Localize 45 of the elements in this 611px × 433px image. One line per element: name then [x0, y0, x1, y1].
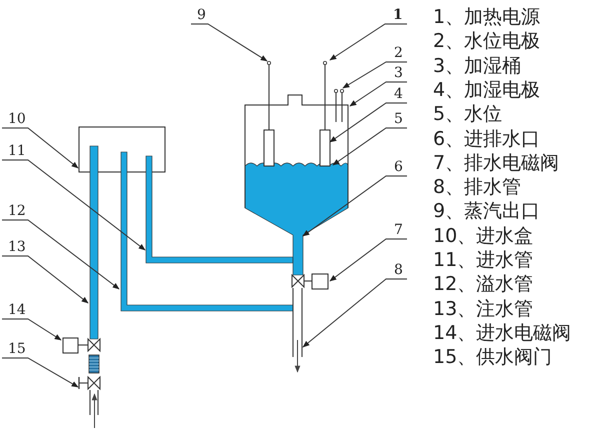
leader-line: [2, 318, 62, 340]
callout-number: 11: [8, 144, 26, 158]
leader-line: [302, 278, 408, 348]
callout-number: 15: [8, 342, 26, 356]
leader-line: [342, 62, 408, 88]
legend-item: 13、注水管: [433, 298, 534, 320]
legend-item: 9、蒸汽出口: [433, 200, 540, 222]
leader-line: [2, 256, 89, 304]
leader-line: [349, 82, 408, 106]
leader-line: [302, 176, 408, 236]
callout-number: 7: [394, 223, 403, 237]
callout-number: 1: [393, 8, 403, 22]
callout-number: 14: [8, 303, 26, 317]
leader-line: [329, 238, 408, 282]
callout-number: 12: [8, 204, 26, 218]
leader-line: [329, 24, 408, 60]
leader-line: [2, 128, 79, 168]
legend-item: 15、供水阀门: [433, 346, 552, 368]
legend-item: 3、加湿桶: [433, 54, 522, 77]
leader-line: [329, 102, 408, 142]
leader-line: [2, 160, 146, 250]
legend-item: 4、加湿电极: [433, 78, 540, 101]
legend-item: 11、进水管: [433, 249, 534, 271]
callout-number: 6: [394, 160, 403, 174]
legend-item: 10、进水盒: [433, 224, 534, 247]
leader-line: [190, 24, 268, 62]
callout-number: 5: [394, 112, 403, 126]
callout-number: 10: [8, 112, 26, 126]
callout-number: 9: [197, 8, 206, 22]
leader-line: [2, 358, 79, 388]
callout-number: 2: [394, 46, 403, 60]
callout-number: 13: [8, 240, 26, 254]
callout-number: 4: [394, 87, 403, 101]
legend-item: 6、进排水口: [433, 128, 540, 150]
legend-item: 1、加热电源: [433, 6, 540, 28]
callout-number: 3: [394, 66, 403, 80]
legend-item: 2、水位电极: [433, 30, 540, 52]
legend-item: 12、溢水管: [433, 273, 534, 296]
leader-line: [332, 128, 408, 166]
callout-number: 8: [394, 263, 403, 277]
legend-item: 8、排水管: [433, 176, 522, 198]
legend-item: 5、水位: [433, 103, 502, 126]
leader-line: [2, 220, 120, 290]
legend-item: 14、进水电磁阀: [433, 322, 572, 344]
legend-item: 7、排水电磁阀: [433, 152, 560, 174]
